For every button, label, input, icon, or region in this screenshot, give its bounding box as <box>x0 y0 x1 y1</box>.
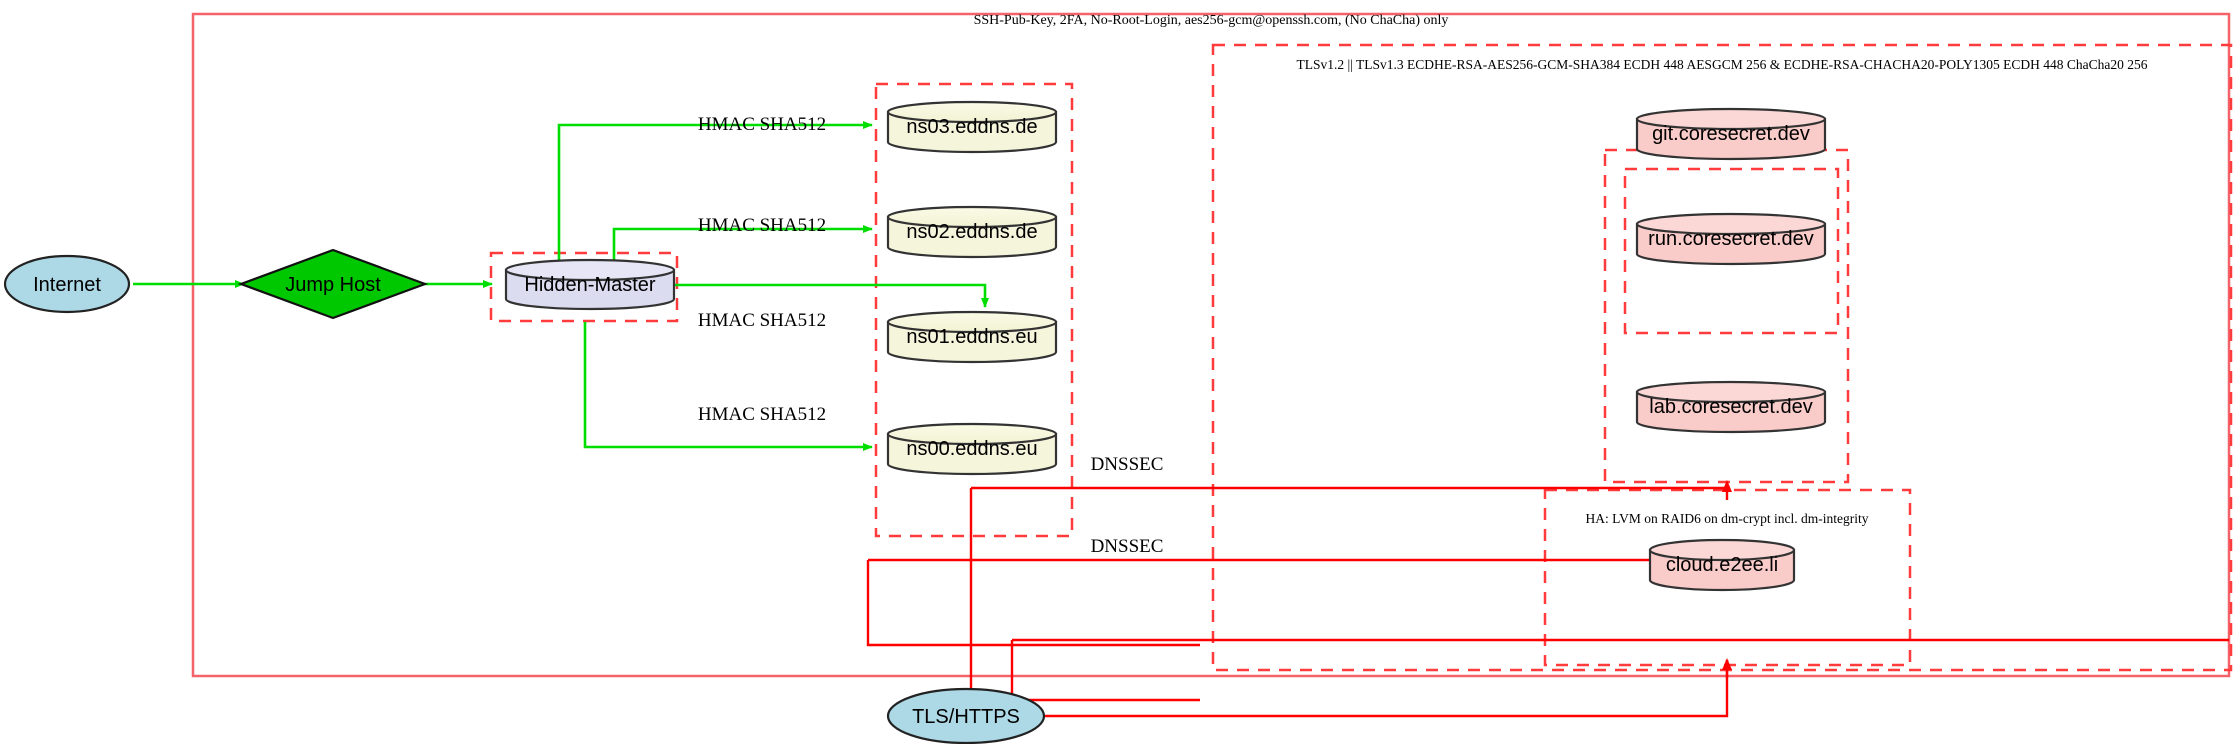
node-git-coresecret-label: git.coresecret.dev <box>1652 123 1810 145</box>
node-ns00[interactable]: ns00.eddns.eu <box>886 422 1058 476</box>
node-ns01[interactable]: ns01.eddns.eu <box>886 310 1058 364</box>
node-ns02-label: ns02.eddns.de <box>906 221 1037 243</box>
ssh-trust-boundary <box>191 12 2231 678</box>
node-ns03[interactable]: ns03.eddns.de <box>886 100 1058 154</box>
node-tls-https-label: TLS/HTTPS <box>912 706 1020 728</box>
edge-hiddenmaster-to-ns03 <box>557 121 873 260</box>
edge-label-dnssec-lower: DNSSEC <box>1091 536 1164 557</box>
node-cloud-e2ee-label: cloud.e2ee.li <box>1666 554 1778 576</box>
tls-trust-boundary <box>1211 43 2233 672</box>
edge-hiddenmaster-to-ns00 <box>583 322 873 451</box>
node-cloud-e2ee[interactable]: cloud.e2ee.li <box>1648 538 1796 592</box>
node-jump-host[interactable]: Jump Host <box>237 248 429 320</box>
node-hidden-master-label: Hidden-Master <box>524 274 656 296</box>
node-hidden-master[interactable]: Hidden-Master <box>504 258 676 311</box>
node-lab-coresecret-label: lab.coresecret.dev <box>1649 396 1812 418</box>
node-git-coresecret[interactable]: git.coresecret.dev <box>1635 107 1827 161</box>
node-lab-coresecret[interactable]: lab.coresecret.dev <box>1635 380 1827 434</box>
node-ns01-label: ns01.eddns.eu <box>906 326 1037 348</box>
dns-cluster-boundary <box>874 82 1074 538</box>
edge-label-dnssec-upper: DNSSEC <box>1091 454 1164 475</box>
node-run-coresecret[interactable]: run.coresecret.dev <box>1635 212 1827 266</box>
edge-label-hmac-ns00: HMAC SHA512 <box>698 404 826 425</box>
node-jump-host-label: Jump Host <box>285 274 381 296</box>
coresecret-inner-boundary <box>1623 167 1840 335</box>
ssh-policy-label: SSH-Pub-Key, 2FA, No-Root-Login, aes256-… <box>974 13 1449 28</box>
node-internet-label: Internet <box>33 274 101 296</box>
edge-label-hmac-ns01: HMAC SHA512 <box>698 310 826 331</box>
ha-policy-label: HA: LVM on RAID6 on dm-crypt incl. dm-in… <box>1586 511 1869 526</box>
node-ns03-label: ns03.eddns.de <box>906 116 1037 138</box>
edge-dnssec-upper-riser <box>969 488 1200 702</box>
node-ns00-label: ns00.eddns.eu <box>906 438 1037 460</box>
edge-tlshttps-to-cloud <box>1044 660 1729 718</box>
edge-label-hmac-ns03: HMAC SHA512 <box>698 114 826 135</box>
node-internet[interactable]: Internet <box>3 254 131 314</box>
node-ns02[interactable]: ns02.eddns.de <box>886 205 1058 259</box>
node-tls-https[interactable]: TLS/HTTPS <box>886 687 1046 744</box>
edge-hiddenmaster-to-ns01 <box>672 283 989 308</box>
edge-hiddenmaster-to-ns02 <box>612 225 873 260</box>
tls-policy-label: TLSv1.2 || TLSv1.3 ECDHE-RSA-AES256-GCM-… <box>1297 57 2148 72</box>
edge-dnssec-lower-riser <box>866 560 1200 647</box>
node-run-coresecret-label: run.coresecret.dev <box>1648 228 1814 250</box>
edge-label-hmac-ns02: HMAC SHA512 <box>698 215 826 236</box>
